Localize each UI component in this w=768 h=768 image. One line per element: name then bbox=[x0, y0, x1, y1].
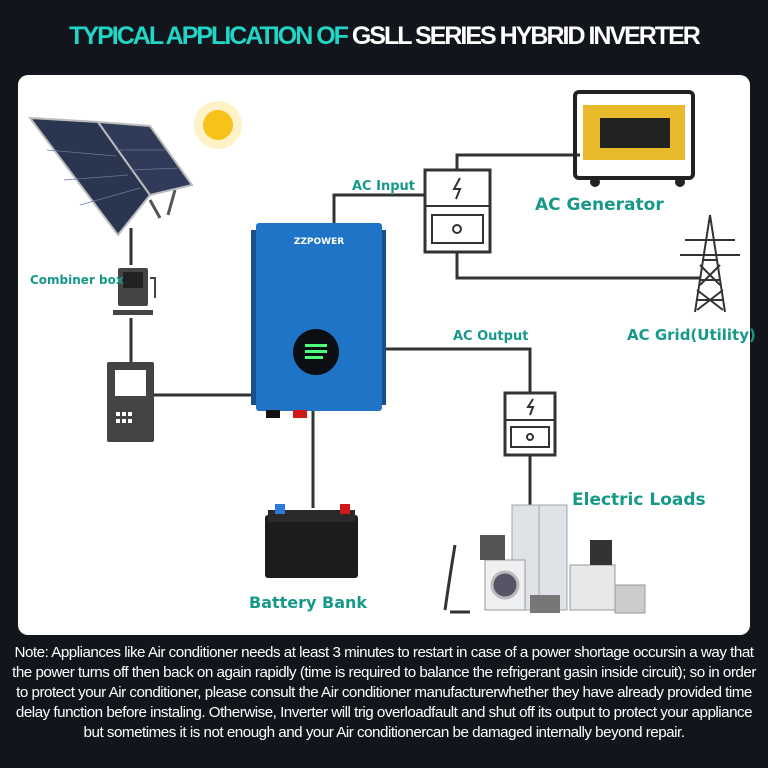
wire-ac-input bbox=[332, 193, 425, 223]
wire-grid bbox=[455, 252, 700, 280]
battery-icon bbox=[265, 504, 358, 578]
label-electric-loads: Electric Loads bbox=[572, 490, 706, 510]
label-battery-bank: Battery Bank bbox=[249, 593, 367, 612]
appliances-icon bbox=[443, 504, 646, 614]
title-main: GSLL SERIES HYBRID INVERTER bbox=[351, 22, 701, 50]
inverter-brand: ZZPOWER bbox=[294, 237, 344, 247]
page-title: TYPICAL APPLICATION OF GSLL SERIES HYBRI… bbox=[0, 18, 768, 54]
charge-controller-icon bbox=[107, 362, 154, 442]
generator-icon bbox=[573, 90, 695, 187]
power-pylon-icon bbox=[680, 214, 740, 313]
label-combiner-box: Combiner box bbox=[30, 273, 124, 287]
label-ac-grid: AC Grid(Utility) bbox=[627, 326, 756, 344]
label-ac-output: AC Output bbox=[453, 329, 528, 344]
note-text: Note: Appliances like Air conditioner ne… bbox=[12, 644, 756, 741]
label-ac-generator: AC Generator bbox=[535, 195, 664, 215]
label-ac-input: AC Input bbox=[352, 179, 415, 194]
wiring bbox=[129, 153, 700, 508]
breaker-output-icon bbox=[503, 391, 557, 457]
inverter-icon bbox=[251, 223, 386, 418]
wire-generator bbox=[455, 153, 580, 170]
title-highlight: TYPICAL APPLICATION OF bbox=[69, 22, 349, 50]
breaker-input-icon bbox=[423, 168, 492, 254]
wire-ac-output bbox=[382, 347, 532, 393]
solar-panel-icon bbox=[27, 116, 194, 237]
sun-icon bbox=[194, 101, 242, 149]
combiner-box-icon bbox=[113, 268, 156, 315]
